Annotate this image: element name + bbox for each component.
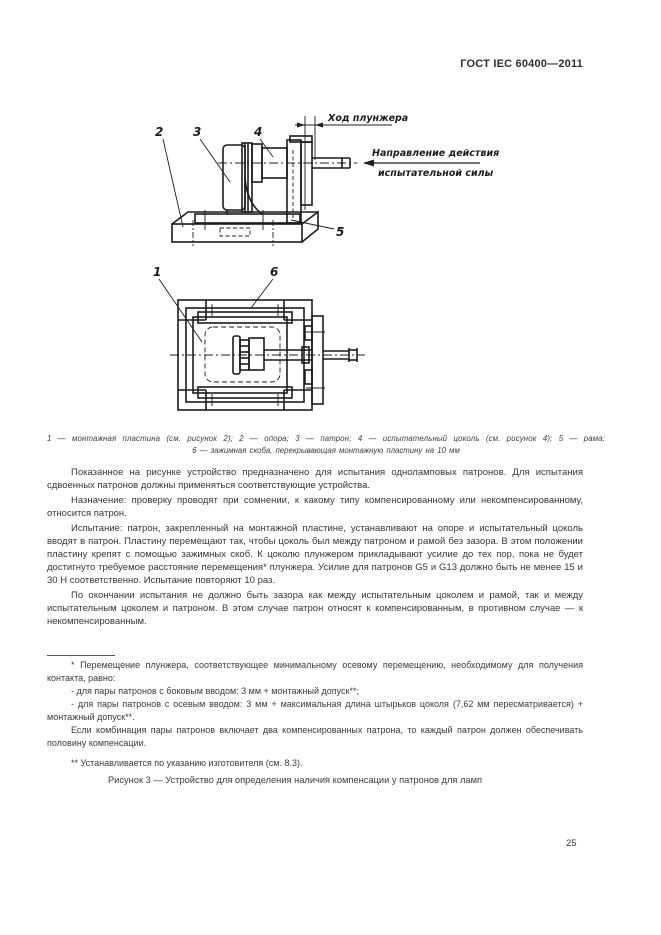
paragraph-result: По окончании испытания не должно быть за… [47,590,583,627]
force-direction-line2: испытательной силы [378,168,494,179]
paragraph-ispytanie: Испытание: патрон, закрепленный на монта… [47,523,583,586]
footnote-combination: Если комбинация пары патронов включает д… [47,725,583,748]
part-label-3: 3 [193,125,201,139]
dimension-arrow-left [297,122,305,128]
figure2-front-view-drawing: 1 6 [153,265,365,411]
paragraph-naznachenie: Назначение: проверку проводят при сомнен… [47,495,583,519]
figure1-side-view-drawing: Ход плунжера Направление действия испыта… [155,113,499,246]
figure1-hidden-lines [192,150,357,246]
page-number: 25 [566,838,577,849]
paragraph-device-purpose: Показанное на рисунке устройство предназ… [47,467,583,491]
figure2-hidden-lines [170,304,365,406]
force-arrow-head [363,159,374,167]
plunger-stroke-label: Ход плунжера [327,113,408,124]
body-text: Показанное на рисунке устройство предназ… [47,466,583,630]
legend-line-1: 1 — монтажная пластина (см. рисунок 2); … [47,434,605,443]
footnote-manufacturer: ** Устанавливается по указанию изготовит… [71,758,303,768]
footnote-side-entry: - для пары патронов с боковым вводом: 3 … [71,686,359,696]
figure-legend: 1 — монтажная пластина (см. рисунок 2); … [47,433,605,457]
figure1-main-contours [171,135,351,243]
part-label-6: 6 [270,265,278,279]
figure1-dimension-lines [295,116,392,210]
dimension-arrow-right [315,122,323,128]
footnotes: * Перемещение плунжера, соответствующее … [47,659,583,770]
part-label-1: 1 [153,265,161,279]
figure-caption: Рисунок 3 — Устройство для определения н… [107,775,483,785]
footnote-plunger-movement: * Перемещение плунжера, соответствующее … [47,660,583,683]
part-label-5: 5 [336,225,344,239]
legend-line-2: 6 — зажимная скоба, перекрывающая монтаж… [192,446,460,455]
footnote-separator [47,655,115,656]
figure2-leader-lines [158,278,274,343]
part-label-4: 4 [253,125,262,139]
part-label-2: 2 [155,125,163,139]
footnote-axial-entry: - для пары патронов с осевым вводом: 3 м… [47,699,583,722]
force-direction-line1: Направление действия [372,148,499,159]
figure1-leader-lines [162,138,335,230]
document-header: ГОСТ IEC 60400—2011 [460,58,583,70]
